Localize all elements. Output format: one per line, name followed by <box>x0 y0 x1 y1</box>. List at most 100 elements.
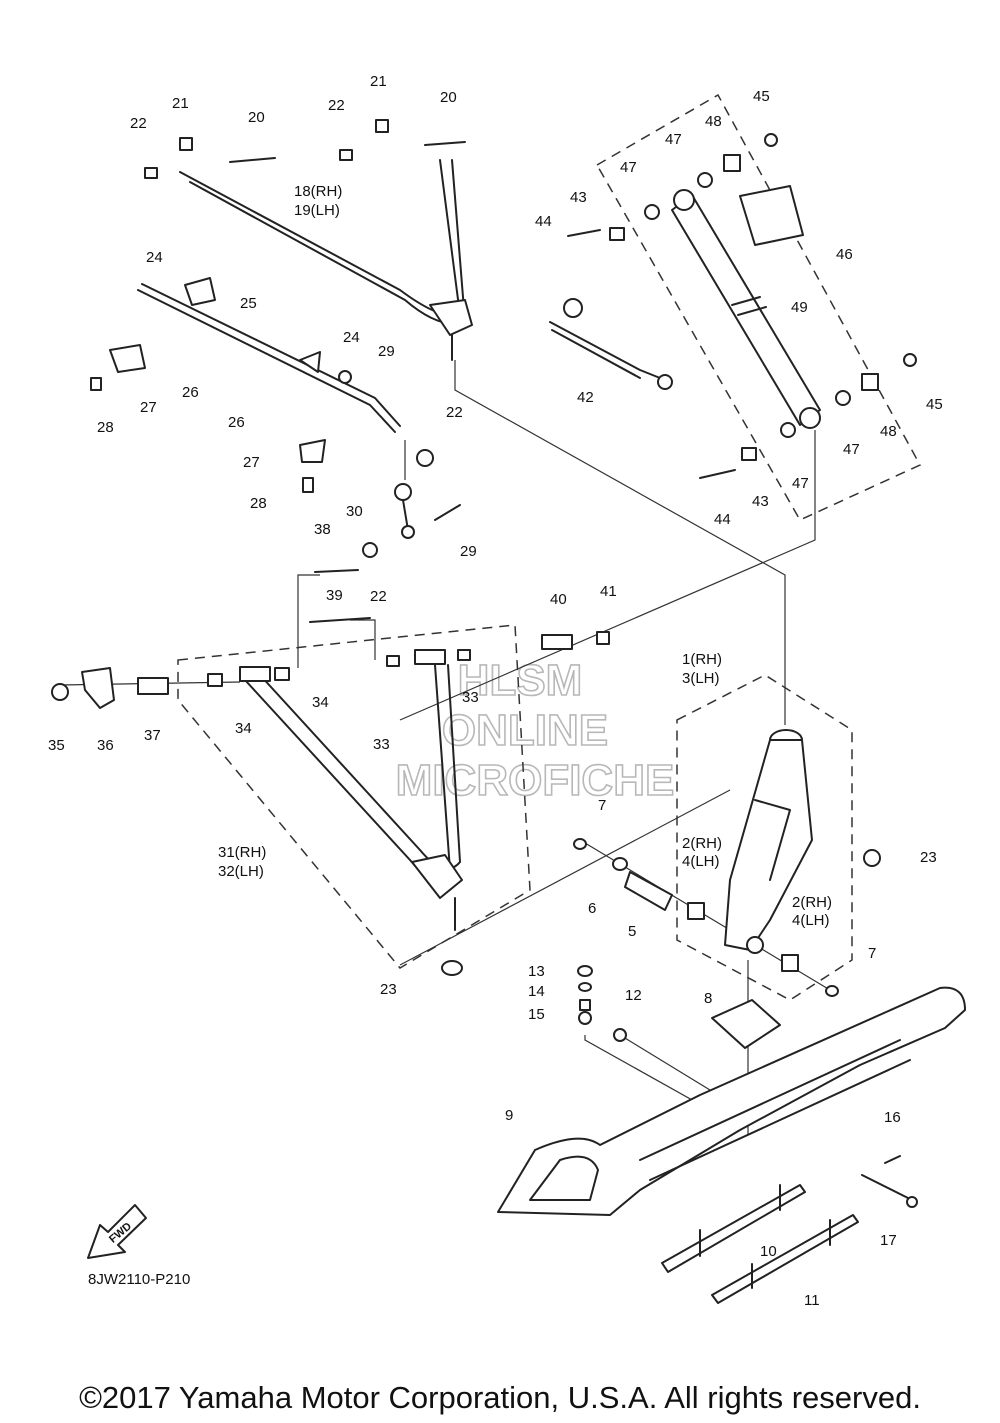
callout-c33b: 33 <box>462 689 479 706</box>
callout-c34b: 34 <box>312 694 329 711</box>
callout-c29a: 29 <box>378 343 395 360</box>
diagram-code: 8JW2110-P210 <box>88 1271 191 1288</box>
callout-c26a: 26 <box>182 384 199 401</box>
stud-axis-line <box>584 1035 711 1111</box>
lower-arm-to-spindle-line <box>399 789 731 966</box>
callout-c22b: 22 <box>328 97 345 114</box>
lower-arm-assembly-outline <box>177 624 531 969</box>
callout-c3: 3(LH) <box>682 670 720 687</box>
callout-c4b: 4(LH) <box>792 912 830 929</box>
callout-c23a: 23 <box>380 981 397 998</box>
callout-c45b: 45 <box>926 396 943 413</box>
callout-c39: 39 <box>326 587 343 604</box>
callout-c22a: 22 <box>130 115 147 132</box>
callout-c8: 8 <box>704 990 712 1007</box>
callout-c24a: 24 <box>146 249 163 266</box>
callout-c32: 32(LH) <box>218 863 264 880</box>
copyright-notice: ©2017 Yamaha Motor Corporation, U.S.A. A… <box>79 1380 921 1415</box>
callout-c17: 17 <box>880 1232 897 1249</box>
callout-c33a: 33 <box>373 736 390 753</box>
callout-c21b: 21 <box>370 73 387 90</box>
callout-c15: 15 <box>528 1006 545 1023</box>
callout-c22c: 22 <box>446 404 463 421</box>
callout-c45a: 45 <box>753 88 770 105</box>
callout-c28b: 28 <box>250 495 267 512</box>
callout-c21a: 21 <box>172 95 189 112</box>
watermark-line-1: HLSM <box>458 656 583 705</box>
callout-c26b: 26 <box>228 414 245 431</box>
spindle <box>724 729 813 954</box>
callout-c7a: 7 <box>598 797 606 814</box>
spindle-hardware <box>573 838 881 997</box>
callout-c6: 6 <box>588 900 596 917</box>
upper-a-arm <box>179 159 473 361</box>
assembly-outlines <box>177 93 922 1001</box>
watermark-line-3: MICROFICHE <box>396 756 675 805</box>
callout-c27a: 27 <box>140 399 157 416</box>
bolt-39-guide <box>350 619 376 660</box>
callout-c23b: 23 <box>920 849 937 866</box>
callout-c13: 13 <box>528 963 545 980</box>
callout-c48b: 48 <box>880 423 897 440</box>
stabilizer-link <box>362 483 461 558</box>
shock-absorber <box>671 185 821 429</box>
callout-c28a: 28 <box>97 419 114 436</box>
callout-c7b: 7 <box>868 945 876 962</box>
callout-c47a: 47 <box>665 131 682 148</box>
callout-c29b: 29 <box>460 543 477 560</box>
ski-hardware <box>861 1155 918 1208</box>
shock-assembly-outline <box>595 93 922 521</box>
shock-hardware <box>567 133 917 479</box>
callout-labels: 21 22 20 21 22 20 18(RH) 19(LH) 24 25 26 27 28 24 29 26… <box>48 73 943 1309</box>
callout-c14: 14 <box>528 983 545 1000</box>
callout-c1: 1(RH) <box>682 651 722 668</box>
lower-a-arm <box>239 649 463 931</box>
callout-c34a: 34 <box>235 720 252 737</box>
callout-c47b: 47 <box>620 159 637 176</box>
pin-axis-line <box>619 1034 711 1091</box>
callout-c35: 35 <box>48 737 65 754</box>
callout-c24b: 24 <box>343 329 360 346</box>
callout-c18: 18(RH) <box>294 183 342 200</box>
callout-c5: 5 <box>628 923 636 940</box>
shock-to-lower-arm-line <box>399 430 816 721</box>
spindle-assembly-outline <box>676 674 853 1001</box>
callout-c43a: 43 <box>570 189 587 206</box>
upper-arm-hardware <box>144 119 466 179</box>
spring-adjuster <box>549 298 673 390</box>
callout-c38: 38 <box>314 521 331 538</box>
callout-c27b: 27 <box>243 454 260 471</box>
callout-c43b: 43 <box>752 493 769 510</box>
bolt-38-guide <box>297 574 320 668</box>
callout-c19: 19(LH) <box>294 202 340 219</box>
callout-c10: 10 <box>760 1243 777 1260</box>
callout-c2b: 2(RH) <box>792 894 832 911</box>
callout-c30: 30 <box>346 503 363 520</box>
callout-c16: 16 <box>884 1109 901 1126</box>
watermark: HLSM ONLINE MICROFICHE <box>395 655 675 806</box>
forward-arrow-icon: FWD <box>87 1204 147 1259</box>
callout-c47c: 47 <box>843 441 860 458</box>
callout-c4a: 4(LH) <box>682 853 720 870</box>
callout-c44b: 44 <box>714 511 731 528</box>
callout-c41: 41 <box>600 583 617 600</box>
upper-arm-to-spindle-line <box>454 360 786 725</box>
callout-c36: 36 <box>97 737 114 754</box>
callout-c9: 9 <box>505 1107 513 1124</box>
callout-c42: 42 <box>577 389 594 406</box>
callout-c20a: 20 <box>248 109 265 126</box>
callout-c12: 12 <box>625 987 642 1004</box>
callout-c20b: 20 <box>440 89 457 106</box>
callout-c31: 31(RH) <box>218 844 266 861</box>
callout-c37: 37 <box>144 727 161 744</box>
callout-c2a: 2(RH) <box>682 835 722 852</box>
lower-arm-hardware <box>51 569 610 976</box>
watermark-line-2: ONLINE <box>442 706 608 755</box>
callout-c40: 40 <box>550 591 567 608</box>
wear-bars <box>661 1184 859 1304</box>
callout-c22d: 22 <box>370 588 387 605</box>
stabilizer-bar <box>90 277 434 493</box>
ski <box>497 965 966 1216</box>
callout-c25: 25 <box>240 295 257 312</box>
callout-c46: 46 <box>836 246 853 263</box>
